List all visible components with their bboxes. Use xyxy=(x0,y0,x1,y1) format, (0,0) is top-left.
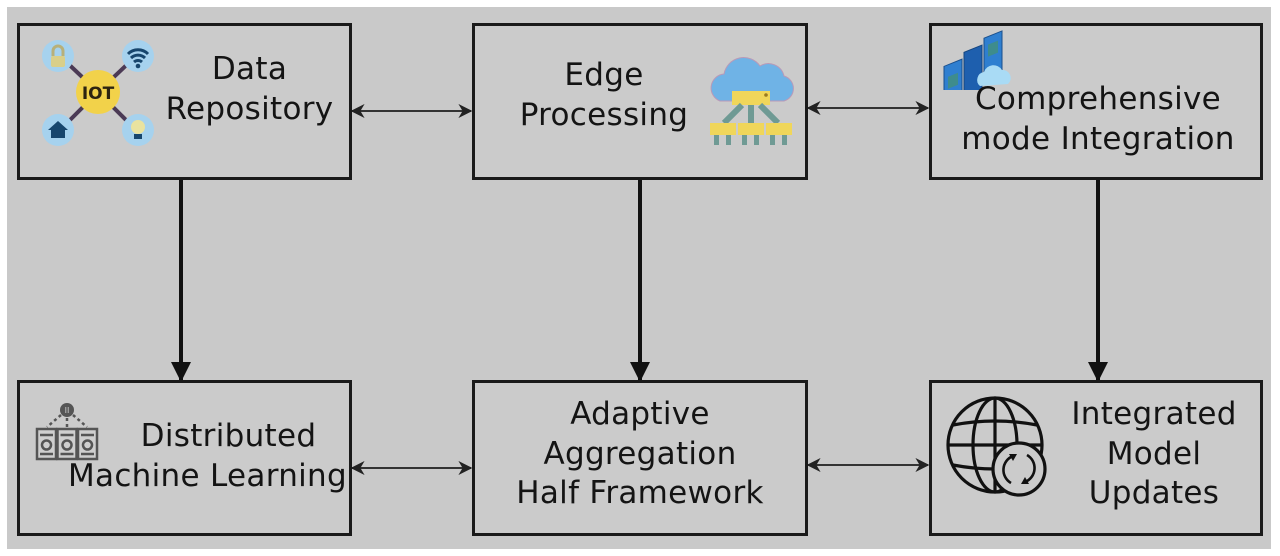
label-line: Repository xyxy=(165,90,334,127)
node-edge-processing[interactable]: Edge Processing xyxy=(472,23,808,180)
label-line: Processing xyxy=(519,96,689,133)
node-adaptive-aggregation[interactable]: Adaptive Aggregation Half Framework xyxy=(472,380,808,536)
server-cloud-icon xyxy=(943,30,1011,90)
node-label: Data Repository xyxy=(152,50,347,129)
distributed-servers-icon: II xyxy=(35,403,99,461)
label-line: Distributed xyxy=(140,418,317,454)
node-comprehensive-mode-integration[interactable]: Comprehensive mode Integration xyxy=(929,23,1263,180)
label-line: Data xyxy=(211,51,288,87)
globe-sync-icon xyxy=(946,396,1047,497)
label-line: Integrated xyxy=(1071,396,1237,432)
node-data-repository[interactable]: IOT Data Repository xyxy=(17,23,352,180)
iot-hub-icon: IOT xyxy=(42,40,154,146)
node-label: Adaptive Aggregation Half Framework xyxy=(475,395,805,514)
node-label: Distributed Machine Learning xyxy=(55,417,347,496)
label-line: Updates xyxy=(1088,475,1220,512)
label-line: mode Integration xyxy=(961,120,1235,157)
node-label: Edge Processing xyxy=(499,56,709,135)
label-line: Aggregation xyxy=(543,435,737,472)
node-distributed-machine-learning[interactable]: II Distributed Machine Learning xyxy=(17,380,352,536)
node-label: Comprehensive mode Integration xyxy=(942,80,1254,159)
label-line: Model xyxy=(1106,435,1202,472)
iot-badge-text: IOT xyxy=(82,84,115,104)
cloud-network-icon xyxy=(710,57,794,145)
label-line: Adaptive xyxy=(570,396,710,432)
label-line: Machine Learning xyxy=(67,457,347,494)
node-integrated-model-updates[interactable]: Integrated Model Updates xyxy=(929,380,1263,536)
node-label: Integrated Model Updates xyxy=(1054,395,1254,514)
label-line: Half Framework xyxy=(516,475,764,512)
svg-text:II: II xyxy=(65,406,70,415)
label-line: Edge xyxy=(564,57,644,93)
label-line: Comprehensive xyxy=(974,81,1222,117)
